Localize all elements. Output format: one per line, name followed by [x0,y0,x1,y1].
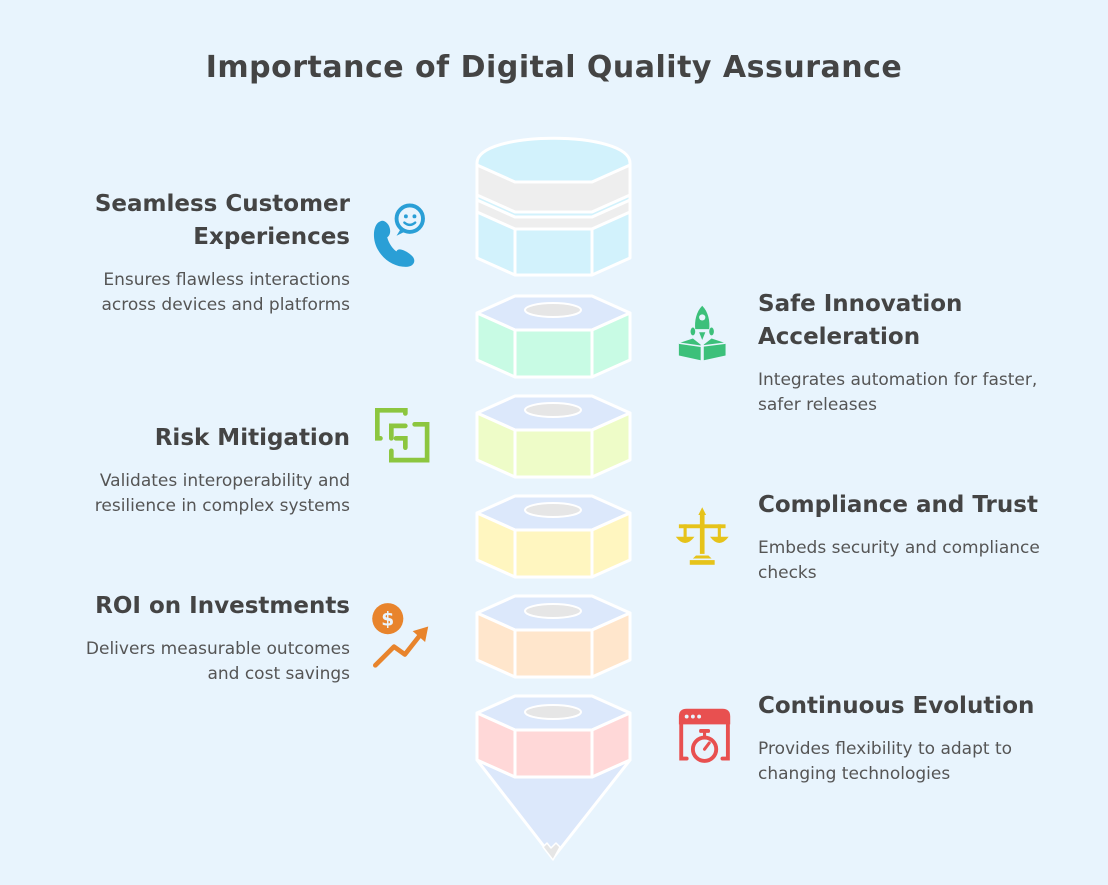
phone-chat-smile-icon [373,203,425,267]
item-heading: Safe Innovation Acceleration [758,291,963,350]
rocket-launch-icon [678,305,726,361]
item-continuous-evolution: Continuous Evolution Provides flexibilit… [758,690,1058,787]
top-cap-segment [475,136,632,277]
dollar-growth-icon: $ [372,603,429,668]
item-heading: Risk Mitigation [154,425,350,451]
item-compliance-and-trust: Compliance and Trust Embeds security and… [758,489,1058,586]
hex-segment-1 [475,294,632,379]
hex-segment-3 [475,494,632,579]
browser-stopwatch-icon [678,708,731,763]
hex-segment-5-with-tip [475,694,632,861]
item-description: Validates interoperability and resilienc… [94,471,350,516]
item-description: Provides flexibility to adapt to changin… [758,739,1013,784]
item-heading: ROI on Investments [95,593,350,619]
item-roi-on-investments: ROI on Investments Delivers measurable o… [50,590,350,687]
item-heading: Seamless Customer Experiences [94,191,350,250]
item-description: Integrates automation for faster, safer … [758,370,1038,415]
item-safe-innovation-acceleration: Safe Innovation Acceleration Integrates … [758,288,1058,418]
item-risk-mitigation: Risk Mitigation Validates interoperabili… [50,422,350,519]
item-description: Ensures flawless interactions across dev… [101,270,350,315]
item-description: Delivers measurable outcomes and cost sa… [85,639,350,684]
item-seamless-customer-experiences: Seamless Customer Experiences Ensures fl… [50,188,350,318]
hex-segment-2 [475,394,632,479]
svg-text:$: $ [381,610,394,631]
item-description: Embeds security and compliance checks [758,538,1040,583]
balance-scale-icon [675,507,729,565]
hex-segment-4 [475,594,632,679]
diagram-title: Importance of Digital Quality Assurance [205,50,903,85]
item-heading: Continuous Evolution [758,693,1035,719]
overlapping-squares-icon [375,408,430,463]
item-heading: Compliance and Trust [758,492,1038,518]
